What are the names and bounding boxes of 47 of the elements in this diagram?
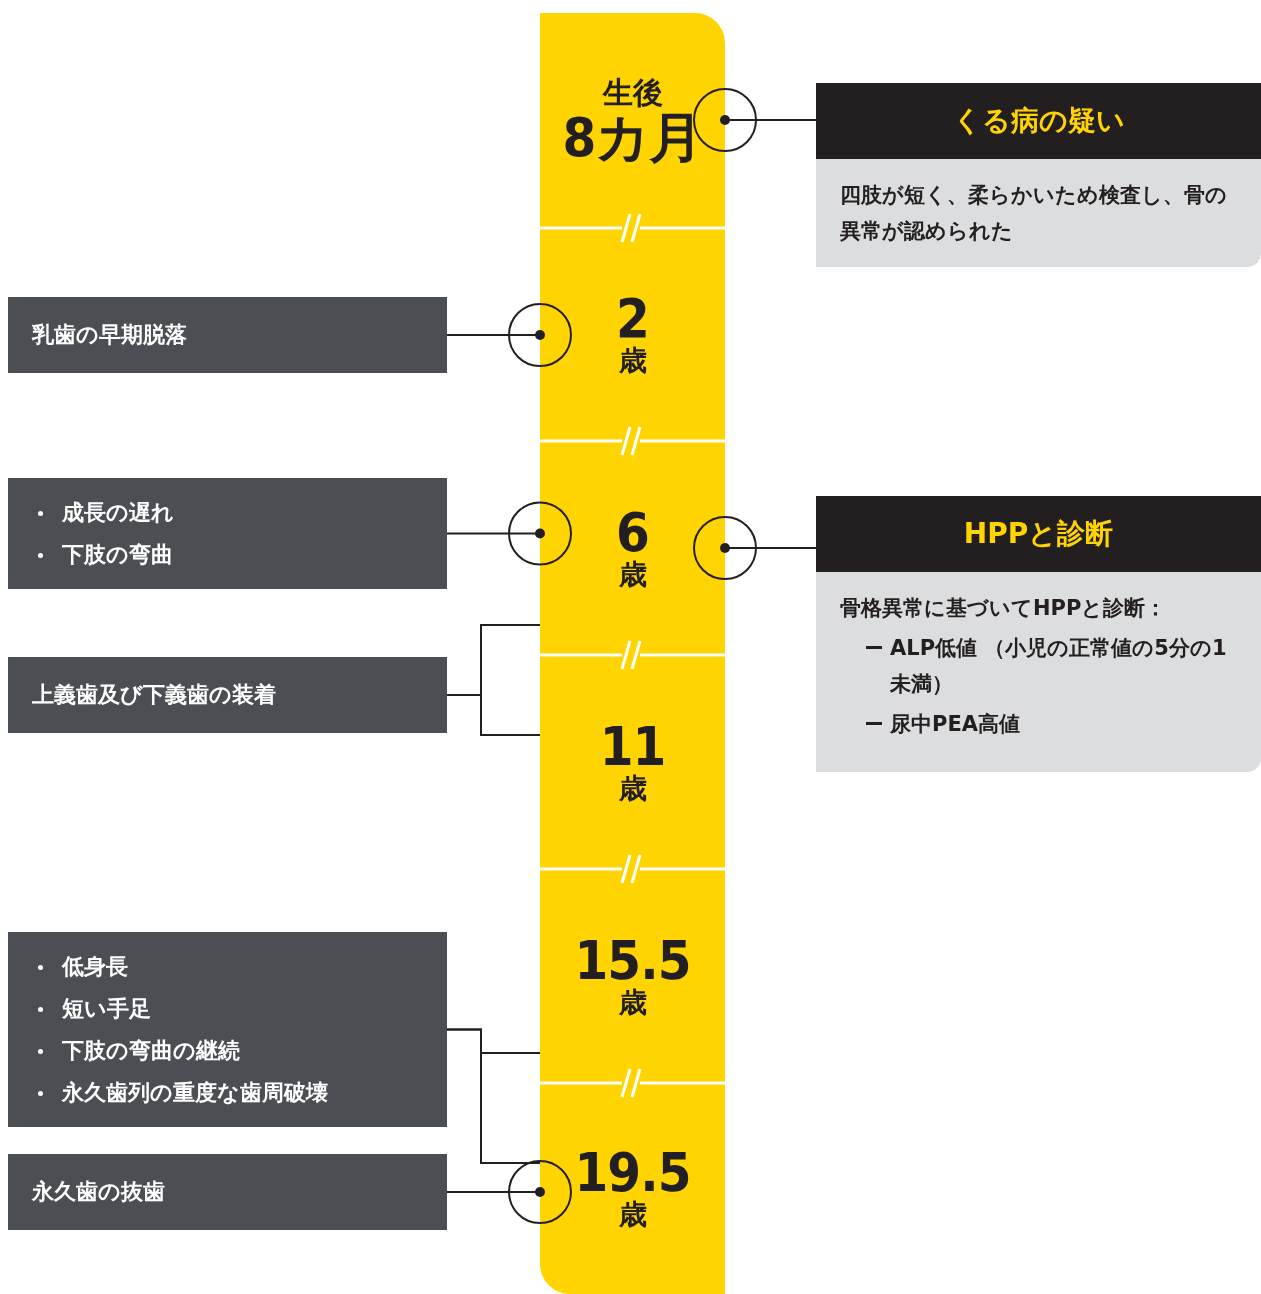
list-item: 成長の遅れ — [32, 491, 174, 534]
age-number: 11 — [599, 719, 666, 774]
timeline-segment — [540, 1083, 725, 1294]
event-box — [8, 478, 447, 589]
event-box — [8, 657, 447, 733]
event-box — [8, 297, 447, 373]
list-item: 下肢の弯曲の継続 — [32, 1029, 240, 1072]
connector-line — [446, 1160, 572, 1224]
connector-line — [446, 303, 572, 367]
body-text: 骨格異常に基づいてHPPと診断： — [840, 595, 1168, 622]
age-number: 8カ月 — [562, 110, 703, 165]
connector-line — [693, 88, 817, 152]
connector-line — [693, 516, 817, 580]
bracket-connector — [446, 694, 541, 736]
list-item: 尿中PEA高値 — [840, 706, 1237, 742]
age-label: 歳 — [618, 1200, 647, 1231]
age-number: 2 — [616, 292, 649, 347]
info-card — [816, 496, 1261, 772]
card-heading: HPPと診断 — [816, 496, 1261, 572]
bracket-connector — [446, 1028, 541, 1164]
list-item: 短い手足 — [32, 987, 151, 1030]
age-label: 歳 — [618, 987, 647, 1019]
age-label: 生後 — [602, 76, 663, 111]
list-item: 永久歯列の重度な歯周破壊 — [32, 1071, 328, 1114]
body-text: 四肢が短く、柔らかいため検査し、骨の異常が認められた — [840, 182, 1228, 245]
age-number: 19.5 — [574, 1146, 691, 1201]
list-item: 下肢の弯曲 — [32, 533, 173, 576]
list-item: ALP低値 （小児の正常値の5分の1未満） — [840, 630, 1237, 702]
age-label: 歳 — [618, 346, 647, 377]
event-text: 乳歯の早期脱落 — [32, 321, 188, 349]
event-box — [8, 1154, 447, 1230]
age-number: 6 — [616, 505, 649, 560]
age-label: 歳 — [618, 559, 647, 591]
age-label: 歳 — [618, 773, 647, 805]
info-card — [816, 83, 1261, 267]
connector-line — [446, 501, 572, 566]
age-number: 15.5 — [574, 933, 691, 988]
timeline-segment — [540, 228, 725, 441]
list-item: 低身長 — [32, 945, 128, 988]
timeline-segment — [540, 441, 725, 655]
event-text: 永久歯の抜歯 — [32, 1178, 166, 1206]
event-text: 上義歯及び下義歯の装着 — [32, 681, 277, 709]
timeline-segment — [540, 869, 725, 1083]
event-box — [8, 932, 447, 1127]
timeline-segment — [540, 655, 725, 869]
timeline-segment — [540, 13, 725, 228]
card-heading: くる病の疑い — [816, 83, 1261, 159]
